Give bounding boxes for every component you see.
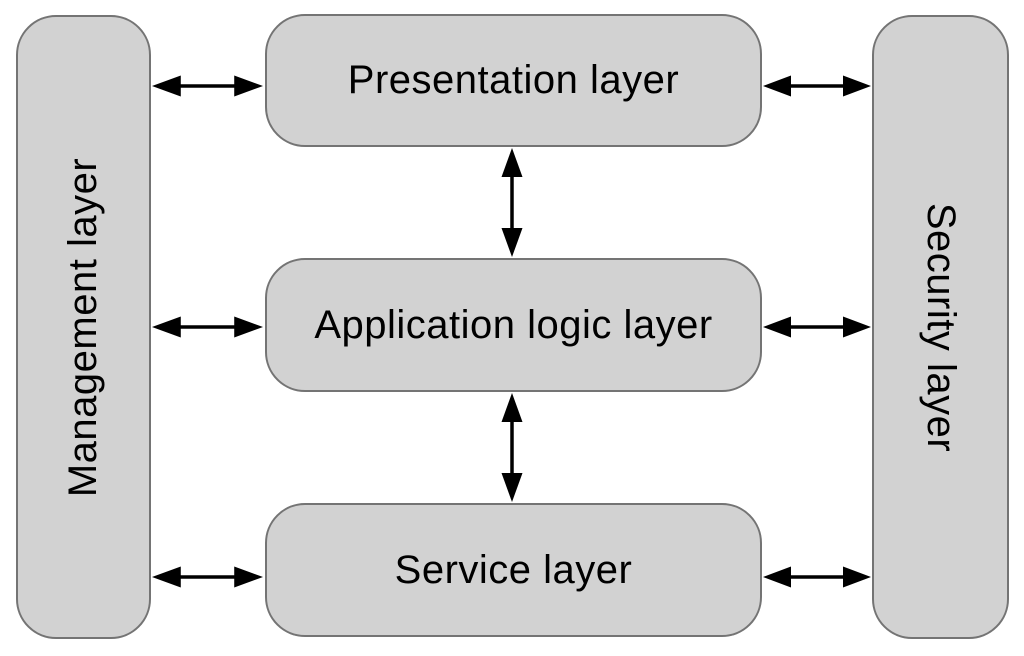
arrow-management-service (152, 565, 263, 589)
box-security-layer: Security layer (872, 15, 1009, 639)
service-layer-label: Service layer (394, 547, 633, 592)
box-presentation-layer: Presentation layer (265, 14, 762, 147)
arrow-presentation-security (763, 74, 871, 98)
arrow-application-service (500, 393, 524, 502)
application-logic-layer-label: Application logic layer (314, 302, 713, 347)
arrow-application-security (763, 315, 871, 339)
arrow-management-presentation (152, 74, 263, 98)
box-application-logic-layer: Application logic layer (265, 258, 762, 392)
security-layer-label: Security layer (919, 202, 963, 452)
management-layer-label: Management layer (61, 157, 106, 497)
box-management-layer: Management layer (16, 15, 151, 639)
arrow-management-application (152, 315, 263, 339)
presentation-layer-label: Presentation layer (347, 58, 680, 102)
box-service-layer: Service layer (265, 503, 762, 637)
arrow-presentation-application (500, 148, 524, 257)
arrow-service-security (763, 565, 871, 589)
